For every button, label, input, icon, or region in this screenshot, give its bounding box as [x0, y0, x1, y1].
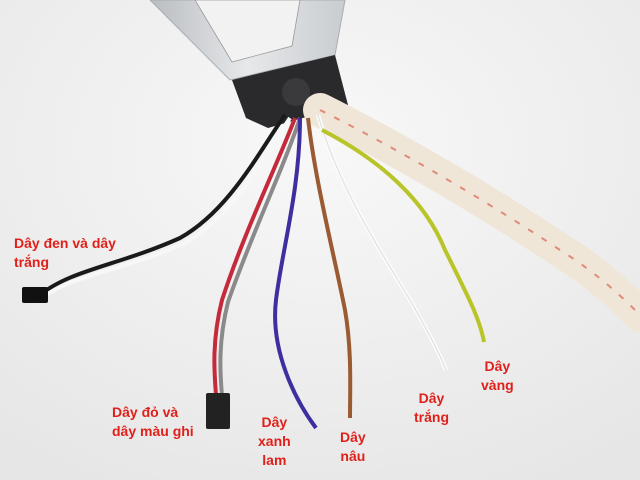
label-line: dây màu ghi	[112, 423, 194, 439]
label-black-white-wires: Dây đen và dây trắng	[14, 234, 116, 272]
wire-red	[212, 117, 297, 396]
label-line: vàng	[481, 377, 514, 393]
cable-gland	[282, 78, 310, 106]
label-line: Dây	[418, 390, 445, 406]
label-line: trắng	[414, 409, 449, 425]
label-blue-wire: Dây xanh lam	[258, 413, 291, 470]
connector-red-grey	[206, 393, 230, 429]
wire-black	[38, 113, 287, 297]
label-line: Dây	[340, 429, 366, 445]
label-line: xanh	[258, 433, 291, 449]
wire-brown	[306, 117, 353, 419]
wire-white-left	[40, 116, 292, 300]
label-brown-wire: Dây nâu	[340, 428, 366, 466]
wire-grey	[218, 117, 302, 397]
label-line: Dây	[261, 414, 288, 430]
driver-label-sticker	[194, 0, 301, 63]
label-red-grey-wires: Dây đỏ và dây màu ghi	[112, 403, 194, 441]
label-white-wire: Dây trắng	[414, 389, 449, 427]
braided-sleeve-stripe	[319, 109, 640, 316]
label-line: Dây đen và dây	[14, 235, 116, 251]
wire-yellow-green	[321, 128, 486, 343]
label-line: Dây đỏ và	[112, 404, 179, 420]
label-line: lam	[262, 452, 287, 468]
connector-left	[22, 287, 48, 303]
label-line: nâu	[340, 448, 366, 464]
label-line: Dây	[484, 358, 511, 374]
wire-blue	[273, 117, 318, 430]
label-yellow-wire: Dây vàng	[481, 357, 514, 395]
label-line: trắng	[14, 254, 49, 270]
